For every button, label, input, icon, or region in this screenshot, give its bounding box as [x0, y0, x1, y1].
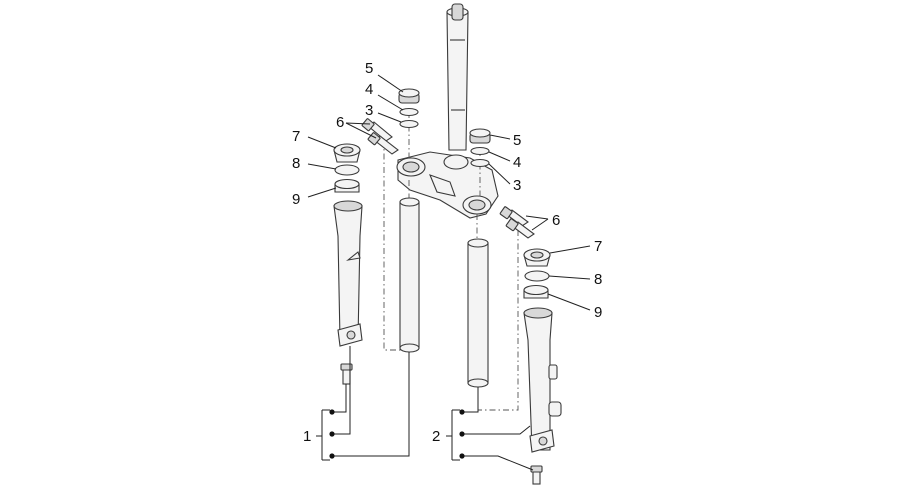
- callout-right-8: 8: [594, 271, 602, 288]
- callout-right-4: 4: [513, 154, 521, 171]
- callout-left-4: 4: [365, 81, 373, 98]
- callout-right-6: 6: [552, 212, 560, 229]
- right-callouts: 5 4 3 6 7 8 9 2: [432, 132, 602, 445]
- callout-left-7: 7: [292, 128, 300, 145]
- assembly-axis-lines: [383, 112, 519, 411]
- callout-right-7: 7: [594, 238, 602, 255]
- callout-left-1: 1: [303, 428, 311, 445]
- callout-left-6: 6: [336, 114, 344, 131]
- left-callouts: 5 4 3 6 7 8 9 1: [292, 60, 373, 445]
- right-bracket-dots: [459, 409, 465, 459]
- right-leader-lines: [446, 134, 591, 471]
- callout-right-5: 5: [513, 132, 521, 149]
- steering-stem-assembly: [396, 3, 499, 219]
- callout-left-5: 5: [365, 60, 373, 77]
- left-bracket-dots: [329, 409, 335, 459]
- callout-right-3: 3: [513, 177, 521, 194]
- callout-left-3: 3: [365, 102, 373, 119]
- callout-right-9: 9: [594, 304, 602, 321]
- left-fork-leg: [333, 88, 420, 385]
- callout-left-9: 9: [292, 191, 300, 208]
- left-leader-lines: [307, 74, 410, 461]
- callout-right-2: 2: [432, 428, 440, 445]
- right-fork-leg: [467, 128, 562, 485]
- callout-left-8: 8: [292, 155, 300, 172]
